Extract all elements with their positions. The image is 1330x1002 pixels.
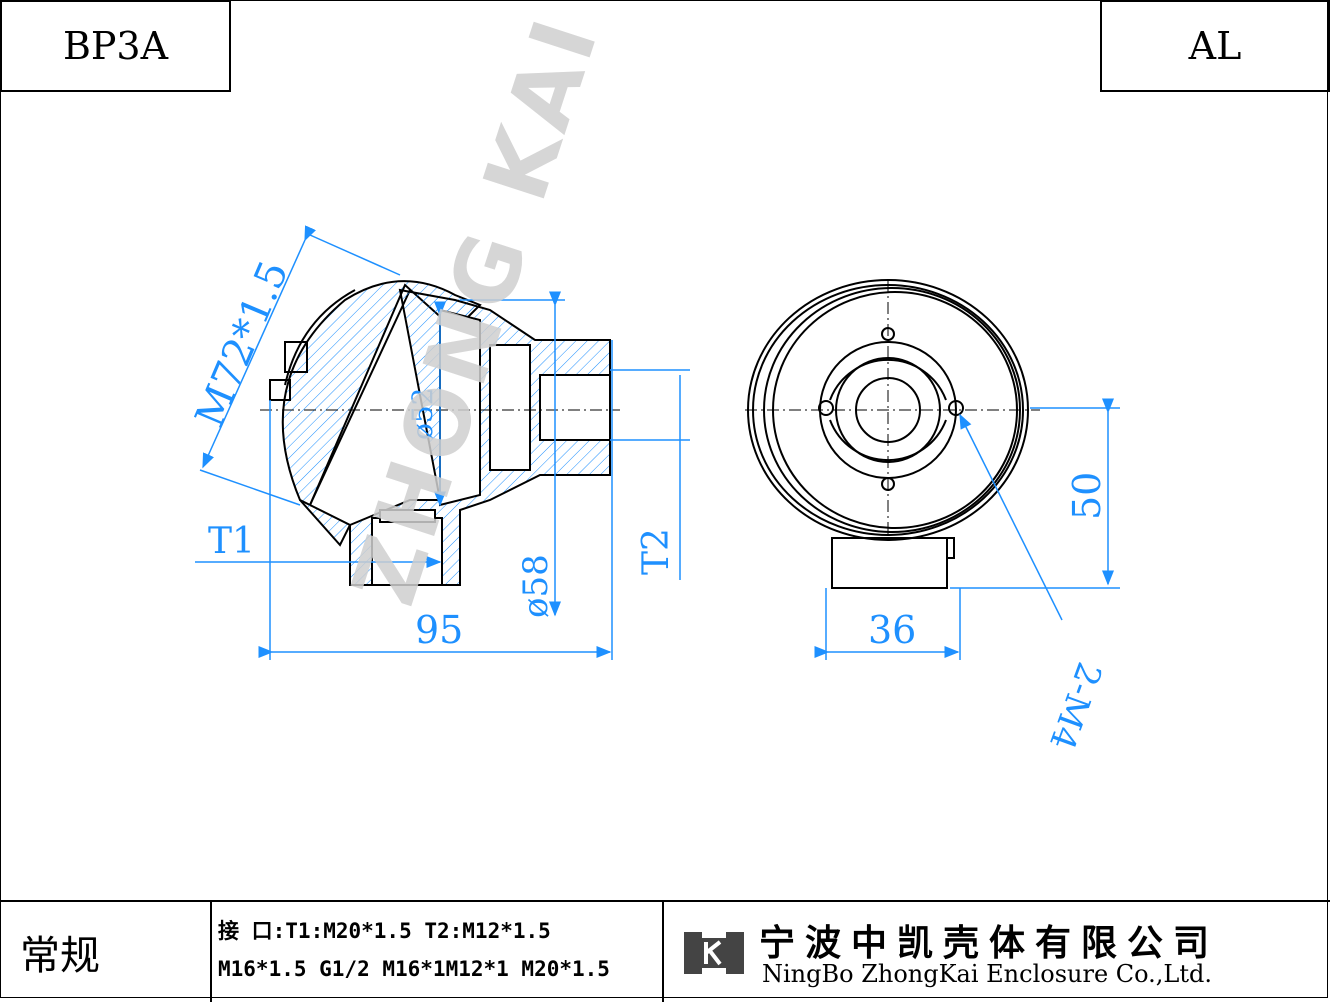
holes-label: 2-M4 [1041, 657, 1109, 755]
interface-spec: 接 口:T1:M20*1.5 T2:M12*1.5 M16*1.5 G1/2 M… [212, 902, 664, 1002]
company-block: 宁波中凯壳体有限公司 NingBo ZhongKai Enclosure Co.… [664, 902, 1330, 1002]
category-label: 常规 [0, 902, 212, 1002]
side-view [269, 280, 611, 586]
company-logo-icon [684, 932, 744, 974]
interface-line-1: 接 口:T1:M20*1.5 T2:M12*1.5 [218, 919, 551, 943]
t2-label: T2 [636, 528, 677, 575]
dia52-label: ø52 [406, 388, 439, 441]
t1-label: T1 [208, 521, 255, 562]
material-title: AL [1100, 0, 1330, 92]
dia58-label: ø58 [516, 554, 556, 618]
company-name-en: NingBo ZhongKai Enclosure Co.,Ltd. [762, 960, 1212, 988]
company-name-cn: 宁波中凯壳体有限公司 [759, 923, 1220, 964]
top-dimension-lines [814, 398, 1120, 660]
dimension-lines [195, 225, 690, 660]
width36-label: 36 [868, 608, 916, 652]
footer: 常规 接 口:T1:M20*1.5 T2:M12*1.5 M16*1.5 G1/… [0, 900, 1330, 1002]
height50-label: 50 [1065, 472, 1109, 520]
technical-drawing: M72*1.5 ø52 ø58 T1 T2 95 50 36 2-M4 ZHON… [187, 3, 1120, 755]
model-title: BP3A [0, 0, 231, 92]
width95-label: 95 [415, 608, 463, 652]
interface-line-2: M16*1.5 G1/2 M16*1M12*1 M20*1.5 [218, 957, 610, 981]
thread-label: M72*1.5 [187, 254, 298, 433]
